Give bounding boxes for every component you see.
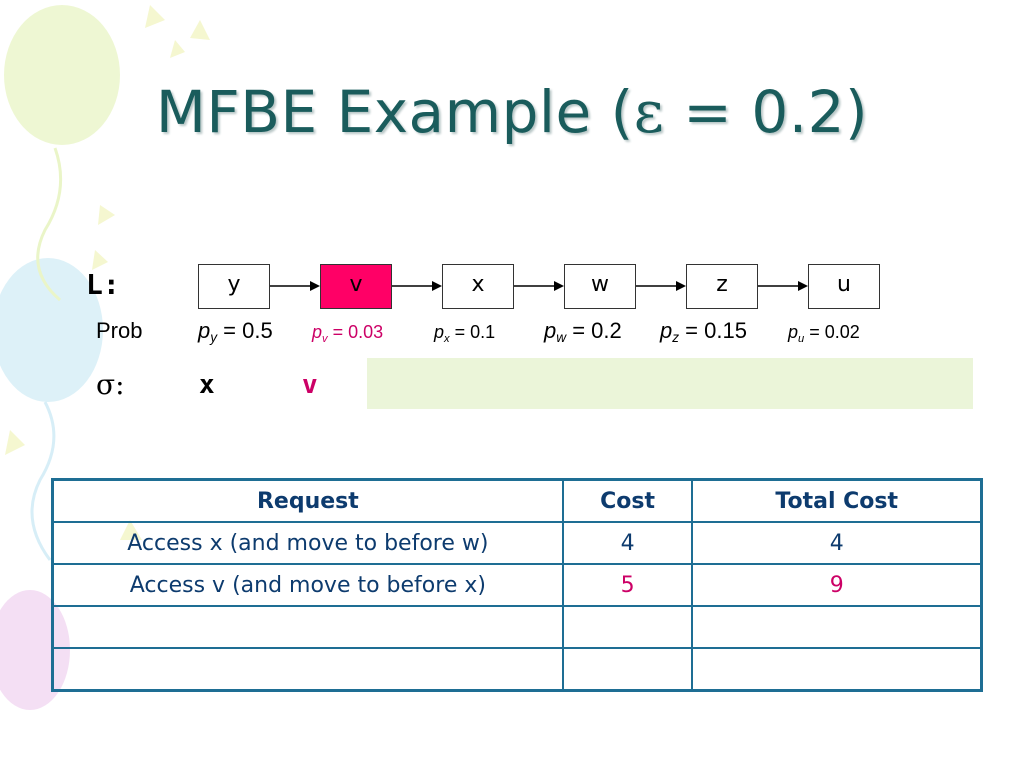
table-row (51, 647, 983, 692)
cell-cost (561, 605, 694, 649)
arrow-icon (758, 281, 808, 291)
prob-y: py = 0.5 (198, 318, 273, 345)
arrow-icon (392, 281, 442, 291)
cell-cost: 5 (561, 563, 694, 607)
prob-w: pw = 0.2 (544, 318, 622, 345)
prob-label: Prob (96, 318, 143, 343)
sequence-item-v: v (302, 370, 318, 400)
list-node-x: x (442, 264, 514, 309)
epsilon-symbol: ε (633, 78, 665, 146)
table-header-row: Request Cost Total Cost (51, 478, 983, 523)
sequence-remaining-box (367, 358, 973, 409)
list-node-u: u (808, 264, 880, 309)
cell-request: Access v (and move to before x) (51, 563, 564, 607)
header-request: Request (51, 478, 564, 523)
table-row: Access x (and move to before w) 4 4 (51, 521, 983, 565)
page-title: MFBE Example (ε = 0.2) (0, 78, 1024, 146)
arrow-icon (514, 281, 564, 291)
header-total-cost: Total Cost (691, 478, 983, 523)
cell-total-cost (691, 605, 983, 649)
list-node-y: y (198, 264, 270, 309)
cell-request (51, 605, 564, 649)
prob-x: px = 0.1 (434, 322, 496, 345)
cell-request: Access x (and move to before w) (51, 521, 564, 565)
cell-cost (561, 647, 694, 692)
table-row: Access v (and move to before x) 5 9 (51, 563, 983, 607)
prob-z: pz = 0.15 (660, 318, 747, 345)
sequence-item-x: x (199, 370, 215, 400)
title-prefix: MFBE Example ( (155, 78, 634, 146)
arrow-icon (270, 281, 320, 291)
sigma-label: σ: (96, 368, 125, 401)
list-node-v: v (320, 264, 392, 309)
prob-u: pu = 0.02 (788, 322, 860, 345)
list-node-z: z (686, 264, 758, 309)
list-label: L: (86, 268, 120, 301)
cell-cost: 4 (561, 521, 694, 565)
list-node-w: w (564, 264, 636, 309)
cell-total-cost (691, 647, 983, 692)
title-suffix: = 0.2) (664, 78, 869, 146)
table-row (51, 605, 983, 649)
cell-total-cost: 9 (691, 563, 983, 607)
cell-total-cost: 4 (691, 521, 983, 565)
prob-v: pv = 0.03 (312, 322, 384, 345)
cell-request (51, 647, 564, 692)
header-cost: Cost (561, 478, 694, 523)
request-cost-table: Request Cost Total Cost Access x (and mo… (51, 478, 983, 692)
arrow-icon (636, 281, 686, 291)
